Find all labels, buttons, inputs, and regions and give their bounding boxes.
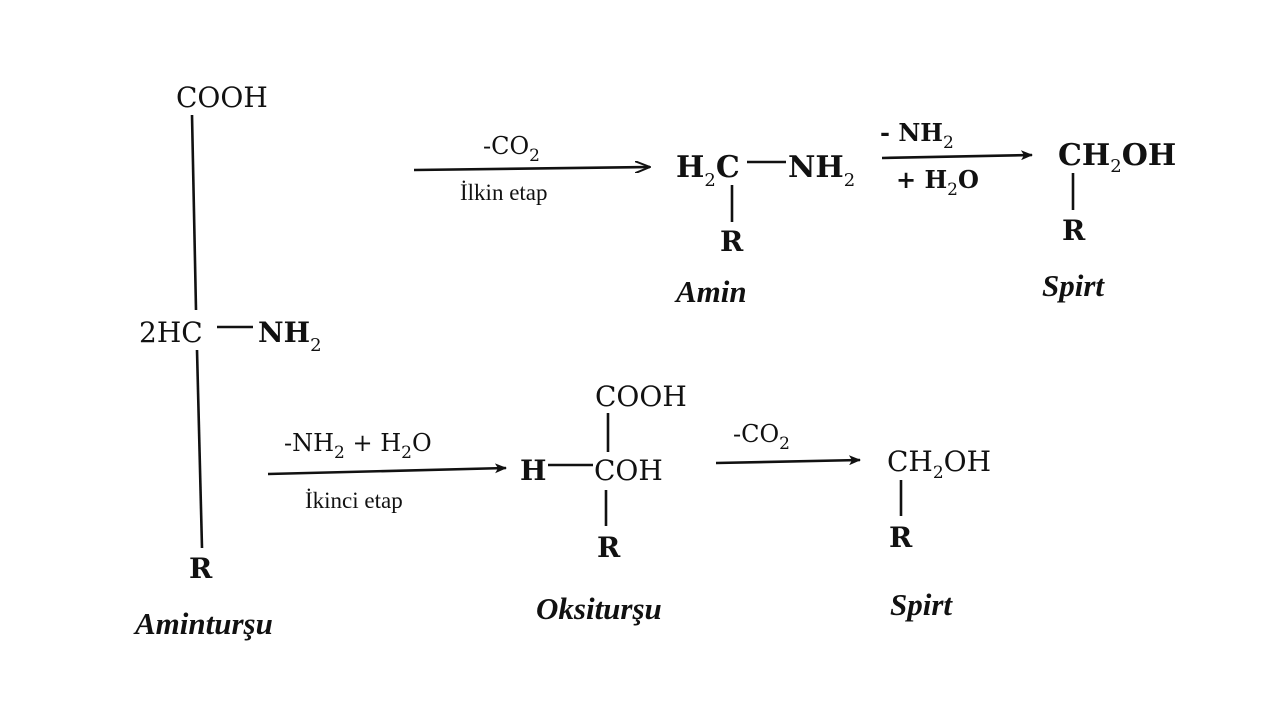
step-to-alcohol-1-top: - NH2	[880, 118, 954, 153]
step-to-alcohol-1-bottom: + H2O	[896, 165, 979, 200]
amino-acid-top-bond	[190, 114, 198, 311]
alcohol-2-name: Spirt	[890, 587, 953, 622]
step-to-alcohol-1-group: - NH2 + H2O	[880, 118, 1033, 200]
amine-structure: H2C NH2 R Amin	[674, 150, 855, 309]
alcohol-1-formula: CH2OH	[1058, 138, 1176, 177]
amino-acid-name: Aminturşu	[133, 606, 273, 641]
amine-h2c: H2C	[676, 150, 740, 191]
amino-acid-nh2: NH2	[258, 316, 322, 356]
alcohol-2-structure: CH2OH R Spirt	[887, 445, 991, 622]
stage1-arrow	[413, 167, 650, 170]
stage2-label: İkinci etap	[305, 488, 403, 513]
amino-acid-center: 2HC	[139, 316, 203, 349]
alcohol-1-structure: CH2OH R Spirt	[1042, 138, 1176, 303]
amino-acid-bottom-bond	[195, 349, 204, 549]
step-to-alcohol-1-arrow	[881, 150, 1033, 161]
amine-name: Amin	[674, 274, 747, 309]
amino-acid-2hc: 2HC	[139, 316, 203, 349]
alcohol-1-r: R	[1062, 214, 1086, 247]
stage1-label: İlkin etap	[460, 180, 548, 205]
amino-acid-r: R	[189, 552, 213, 585]
amino-acid-structure: COOH 2HC NH2 R Aminturşu	[133, 81, 322, 641]
alcohol-2-formula: CH2OH	[887, 445, 991, 483]
stage1-arrow-group: -CO2 İlkin etap	[413, 132, 650, 205]
hydroxy-acid-r: R	[597, 531, 621, 564]
stage2-arrow	[267, 463, 507, 476]
hydroxy-acid-cooh: COOH	[595, 380, 687, 413]
stage1-reagent: -CO2	[483, 132, 540, 166]
hydroxy-acid-name: Oksiturşu	[536, 591, 662, 626]
step-to-alcohol-2-arrow	[715, 455, 861, 466]
hydroxy-acid-coh: COH	[594, 454, 663, 487]
stage2-reagent: -NH2 + H2O	[284, 429, 432, 463]
alcohol-1-name: Spirt	[1042, 268, 1105, 303]
hydroxy-acid-structure: COOH H COH R Oksiturşu	[520, 380, 687, 626]
step-to-alcohol-2-reagent: -CO2	[733, 420, 790, 454]
hydroxy-acid-h: H	[520, 454, 546, 487]
step-to-alcohol-2-group: -CO2	[715, 420, 861, 466]
alcohol-2-r: R	[889, 521, 913, 554]
amino-acid-cooh: COOH	[176, 81, 268, 114]
stage2-arrow-group: -NH2 + H2O İkinci etap	[267, 429, 507, 513]
amine-nh2: NH2	[788, 150, 855, 191]
amine-r: R	[720, 225, 744, 258]
